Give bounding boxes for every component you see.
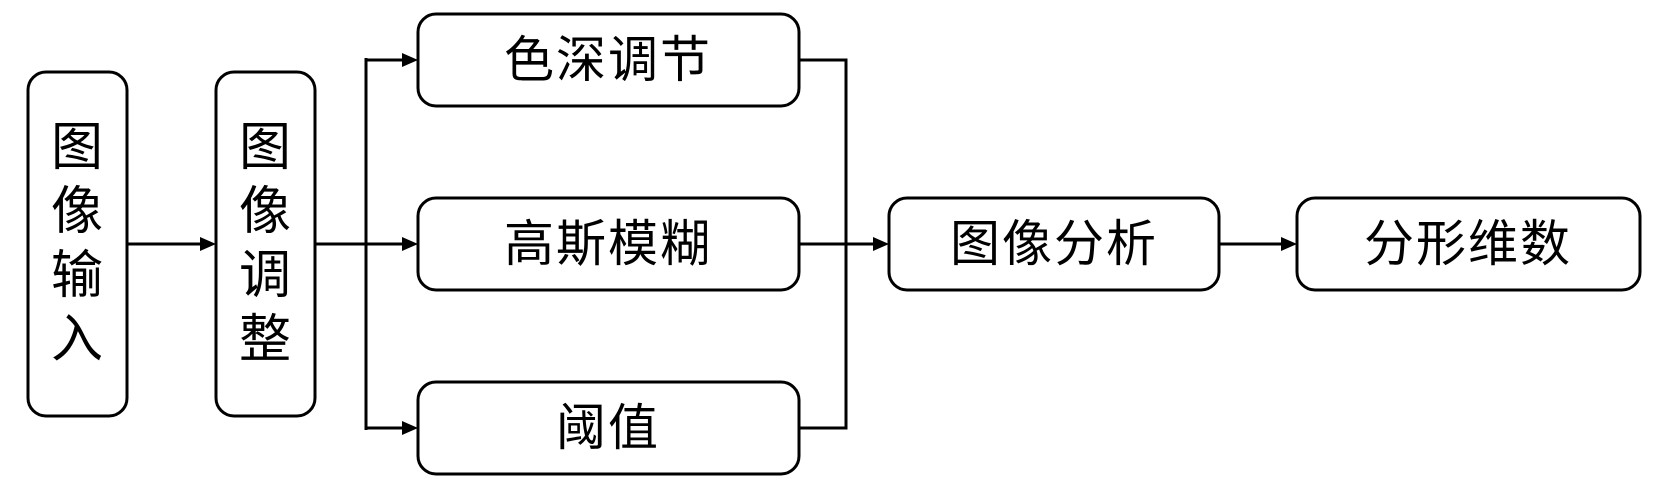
edge-to-color-depth-arrowhead (402, 53, 418, 67)
edge-to-threshold (364, 421, 418, 435)
node-threshold: 阈值 (416, 380, 801, 476)
edge-to-threshold-arrowhead (402, 421, 418, 435)
edge-to-color-depth (364, 53, 418, 67)
node-image-adjust-label: 图像调整 (239, 118, 291, 370)
node-fractal-dimension: 分形维数 (1295, 196, 1642, 292)
node-image-input-label: 图像输入 (51, 118, 103, 370)
node-fractal-dimension-label: 分形维数 (1364, 215, 1572, 273)
node-color-depth-label: 色深调节 (504, 31, 712, 89)
node-image-adjust: 图像调整 (214, 70, 317, 418)
edge-to-gaussian-blur (366, 237, 418, 251)
edge-merge-to-analysis (799, 58, 889, 430)
edge-to-gaussian-blur-arrowhead (402, 237, 418, 251)
edge-analysis-to-fractal (1219, 237, 1297, 251)
node-image-input: 图像输入 (26, 70, 129, 418)
node-image-analysis: 图像分析 (887, 196, 1221, 292)
node-gaussian-blur-label: 高斯模糊 (504, 215, 712, 273)
node-image-analysis-label: 图像分析 (950, 215, 1158, 273)
edge-input-to-adjust (127, 237, 216, 251)
node-color-depth: 色深调节 (416, 12, 801, 108)
edge-analysis-to-fractal-arrowhead (1281, 237, 1297, 251)
node-gaussian-blur: 高斯模糊 (416, 196, 801, 292)
edge-adjust-to-branches (315, 58, 368, 430)
node-threshold-label: 阈值 (556, 399, 660, 457)
edge-input-to-adjust-arrowhead (200, 237, 216, 251)
edge-merge-to-analysis-arrowhead (873, 237, 889, 251)
